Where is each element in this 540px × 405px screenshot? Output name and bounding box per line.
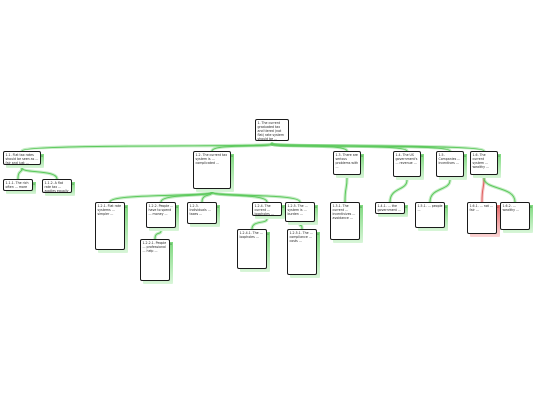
claim-tab-label: Pro [419, 154, 423, 158]
claim-card-n15[interactable]: 1.2.2.1. People ... professional ... hel… [140, 239, 170, 281]
claim-tab-label: Pro [403, 205, 407, 209]
edge-n7-n22-glow [482, 176, 517, 204]
claim-tab-label: Pro [174, 205, 178, 209]
edge-n5-n19-glow [388, 178, 409, 204]
edge-layer [16, 142, 517, 241]
claim-card-n2[interactable]: 1.1. Flat tax rates should be seen as ..… [3, 151, 41, 165]
edge-n6-n20 [429, 179, 451, 203]
claim-card-n19[interactable]: 1.4.1. ... the government ... revenue ..… [375, 202, 405, 214]
claim-tab-label: Pro [123, 205, 127, 209]
claim-card-n20[interactable]: 1.5.1. ... people ... [415, 202, 445, 228]
claim-card-n18[interactable]: 1.3.1. The current ... incentivizes ... … [330, 202, 360, 240]
claim-card-n11[interactable]: 1.2.2. People ... have to spend ... mone… [146, 202, 176, 228]
claim-card-n16[interactable]: 1.2.4.1. The ... loopholes ... [237, 229, 267, 269]
claim-card-n17[interactable]: 1.2.5.1. The ... compliance ... costs ..… [287, 229, 317, 275]
claim-tab-label: Pro [358, 205, 362, 209]
edge-n4-n18 [344, 177, 348, 203]
edge-n1-n3 [211, 143, 273, 152]
edge-n7-n22 [483, 177, 516, 203]
edge-n3-n12 [201, 191, 213, 203]
edge-n1-n7 [271, 143, 485, 152]
claim-card-n22[interactable]: 1.6.2. ... wealthy ... [500, 202, 530, 230]
edge-n3-n14 [211, 191, 301, 203]
claim-card-n12[interactable]: 1.2.3. Individuals ... taxes ... [187, 202, 217, 224]
claim-card-n10[interactable]: 1.2.1. Flat rate systems ... simpler ... [95, 202, 125, 250]
claim-card-n21[interactable]: 1.6.1. ... not ... fair ... [467, 202, 497, 234]
claim-card-n8[interactable]: 1.1.1. The rich often ... more ... [3, 179, 33, 191]
edge-n2-n9 [21, 167, 58, 180]
edge-n5-n19 [389, 179, 408, 203]
edge-n3-n11 [160, 191, 213, 203]
claim-card-n4[interactable]: 1.3. There are serious problems with ... [333, 151, 361, 175]
claim-card-n9[interactable]: 1.1.2. A flat rate tax ... applies equal… [42, 179, 72, 193]
claim-tab-label: Pro [280, 205, 284, 209]
edge-n1-n2 [21, 143, 273, 152]
claim-tab-label: Pro [313, 205, 317, 209]
thesis-card[interactable]: 1. The current graduated tax and tiered … [255, 119, 289, 141]
edge-n2-n9-glow [20, 166, 59, 181]
claim-tab-label: Pro [215, 205, 219, 209]
claim-tab-label: Pro [265, 232, 269, 236]
edge-n6-n20-glow [428, 178, 452, 204]
claim-card-n14[interactable]: 1.2.5. The ... system is ... burden ... [285, 202, 315, 222]
claim-tab-label: Pro [168, 242, 172, 246]
claim-tab-label: Pro [70, 182, 74, 186]
edge-n7-n21 [481, 177, 485, 203]
claim-card-n5[interactable]: 1.4. The US government's ... revenue ... [393, 151, 421, 177]
claim-tab-label: Pro [496, 154, 500, 158]
claim-tab-label: Pro [315, 232, 319, 236]
edge-n13-n16 [251, 218, 268, 230]
claim-tab-label: Pro [39, 154, 43, 158]
claim-tab-label: Pro [31, 182, 35, 186]
claim-tab-label: Pro [528, 205, 532, 209]
claim-tab-label: Pro [359, 154, 363, 158]
claim-tab-label: Pro [462, 154, 466, 158]
claim-card-n3[interactable]: 1.2. The current tax system is ... compl… [193, 151, 231, 189]
claim-tab-label: Pro [443, 205, 447, 209]
claim-card-n7[interactable]: 1.6. The current system ... wealthy ... [470, 151, 498, 175]
edge-n2-n8 [17, 167, 23, 180]
edge-n14-n17 [299, 224, 303, 230]
claim-card-n13[interactable]: 1.2.4. The current ... loopholes ... [252, 202, 282, 216]
edge-n11-n15 [154, 230, 162, 240]
claim-card-n6[interactable]: 1.5. Companies ... incentives ... [436, 151, 464, 177]
claim-tab-label: Pro [229, 154, 233, 158]
